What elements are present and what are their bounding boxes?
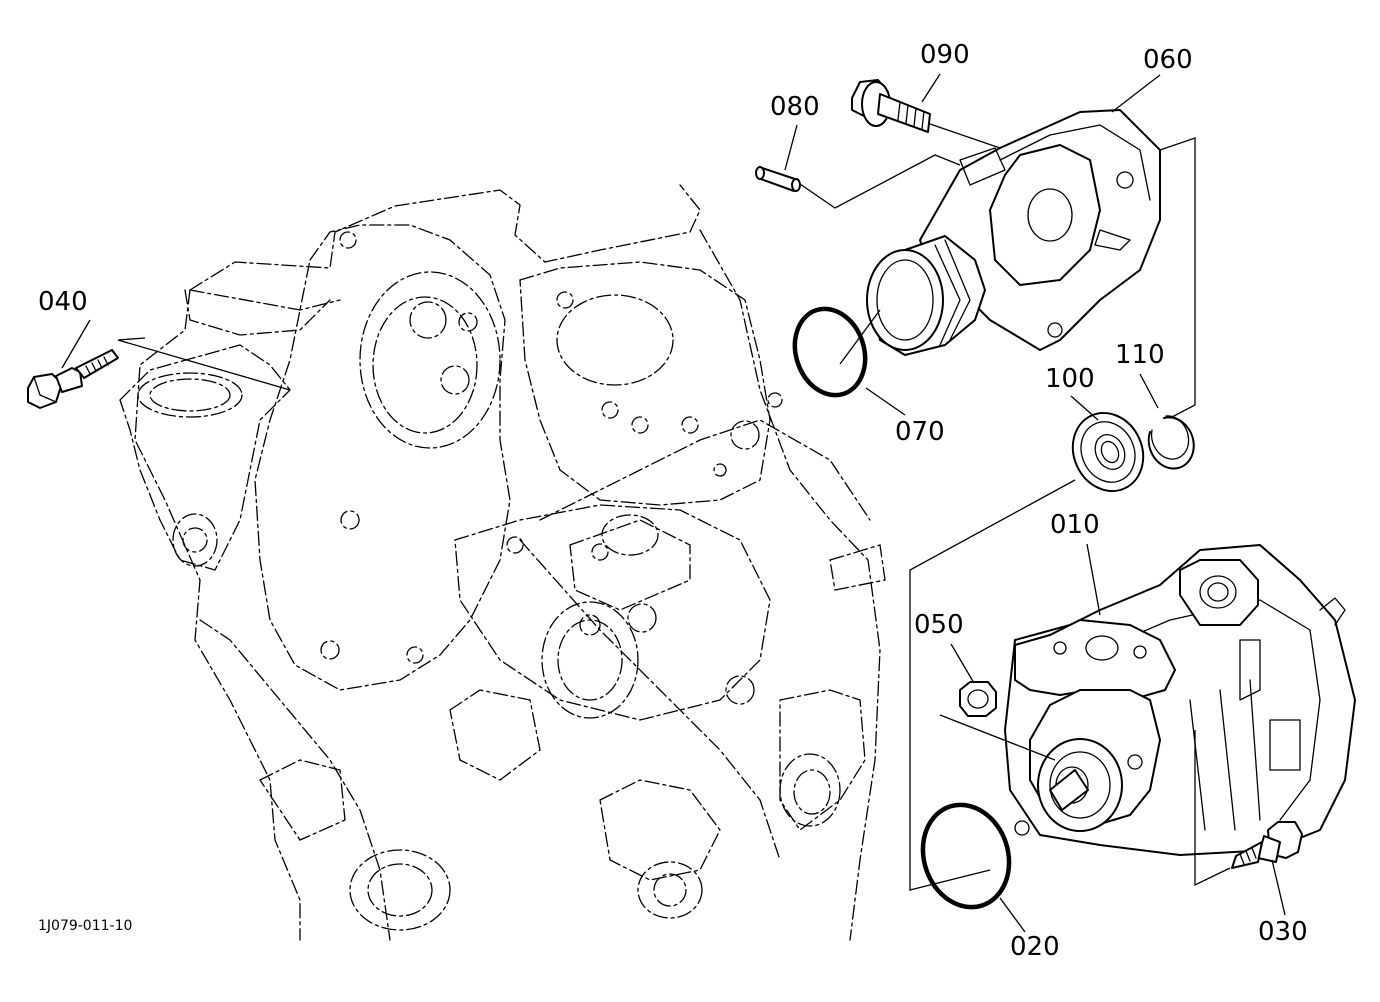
label-part-040: 040 <box>38 287 88 317</box>
part-labels: 010 020 030 040 050 060 070 080 090 100 … <box>38 40 1308 962</box>
engine-block-drawing <box>119 184 886 941</box>
leader-lines <box>61 73 1286 933</box>
drawing-id: 1J079-011-10 <box>38 918 132 934</box>
label-part-070: 070 <box>895 417 945 447</box>
part-030-bolt <box>1231 821 1303 869</box>
label-part-020: 020 <box>1010 932 1060 962</box>
part-080-dowel-pin <box>755 166 801 192</box>
part-010-hydraulic-pump <box>1004 544 1356 856</box>
label-part-010: 010 <box>1050 510 1100 540</box>
label-part-100: 100 <box>1045 364 1095 394</box>
part-090-flange-bolt <box>851 79 931 133</box>
part-040-bolt <box>27 349 119 409</box>
part-050-nut <box>959 681 997 717</box>
label-part-060: 060 <box>1143 45 1193 75</box>
part-020-o-ring <box>920 802 1012 910</box>
part-100-bearing <box>1071 412 1145 492</box>
part-110-snap-ring <box>1147 415 1195 470</box>
assembly-lines <box>117 123 1231 891</box>
label-part-090: 090 <box>920 40 970 70</box>
label-part-030: 030 <box>1258 917 1308 947</box>
label-part-050: 050 <box>914 610 964 640</box>
part-070-o-ring <box>792 306 868 398</box>
label-part-110: 110 <box>1115 340 1165 370</box>
part-060-elbow-housing <box>866 109 1161 356</box>
label-part-080: 080 <box>770 92 820 122</box>
